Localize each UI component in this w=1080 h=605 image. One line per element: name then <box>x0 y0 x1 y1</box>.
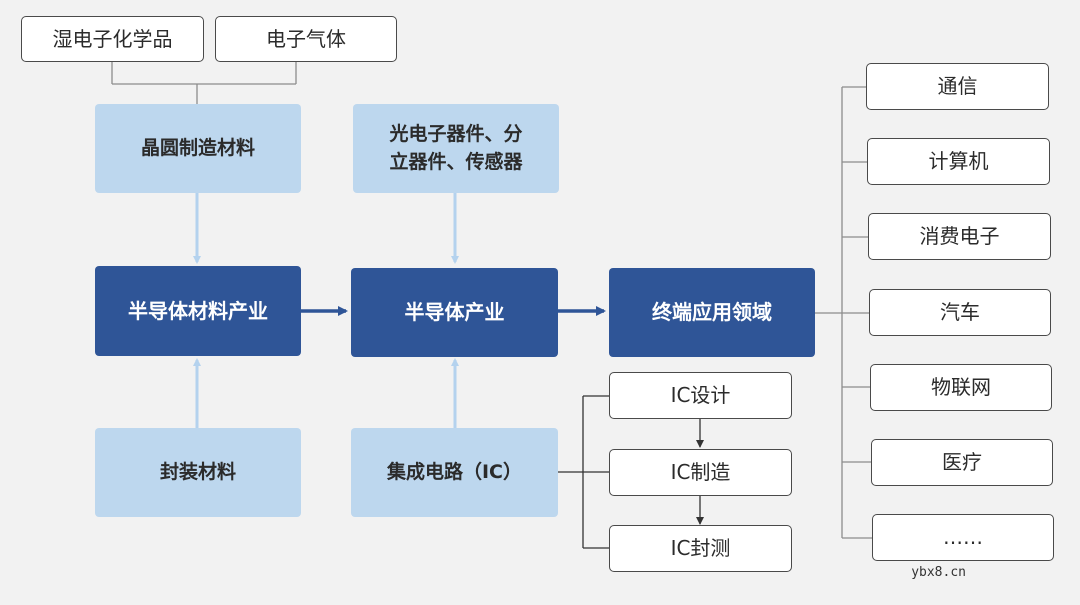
light-arrows <box>193 193 459 428</box>
semiconductor-industry-box: 半导体产业 <box>351 268 558 357</box>
ic-packaging-testing-box: IC封测 <box>609 525 792 572</box>
electronic-gases-box: 电子气体 <box>215 16 397 62</box>
application-medical: 医疗 <box>871 439 1053 486</box>
ic-design-box: IC设计 <box>609 372 792 419</box>
material-industry-box: 半导体材料产业 <box>95 266 301 356</box>
ic-manufacturing-box: IC制造 <box>609 449 792 496</box>
integrated-circuit-box: 集成电路（IC） <box>351 428 558 517</box>
packaging-materials-box: 封装材料 <box>95 428 301 517</box>
watermark-text: ybx8.cn <box>911 565 966 580</box>
application-consumer-electronics: 消费电子 <box>868 213 1051 260</box>
application-iot: 物联网 <box>870 364 1052 411</box>
application-communication: 通信 <box>866 63 1049 110</box>
wet-chemicals-box: 湿电子化学品 <box>21 16 204 62</box>
applications-bracket <box>815 86 872 539</box>
wafer-materials-box: 晶圆制造材料 <box>95 104 301 193</box>
optoelectronics-box: 光电子器件、分 立器件、传感器 <box>353 104 559 193</box>
application-automotive: 汽车 <box>869 289 1051 336</box>
application-more: …… <box>872 514 1054 561</box>
ic-bracket <box>558 395 609 549</box>
top-materials-bracket <box>111 62 297 104</box>
application-computer: 计算机 <box>867 138 1050 185</box>
end-applications-box: 终端应用领域 <box>609 268 815 357</box>
